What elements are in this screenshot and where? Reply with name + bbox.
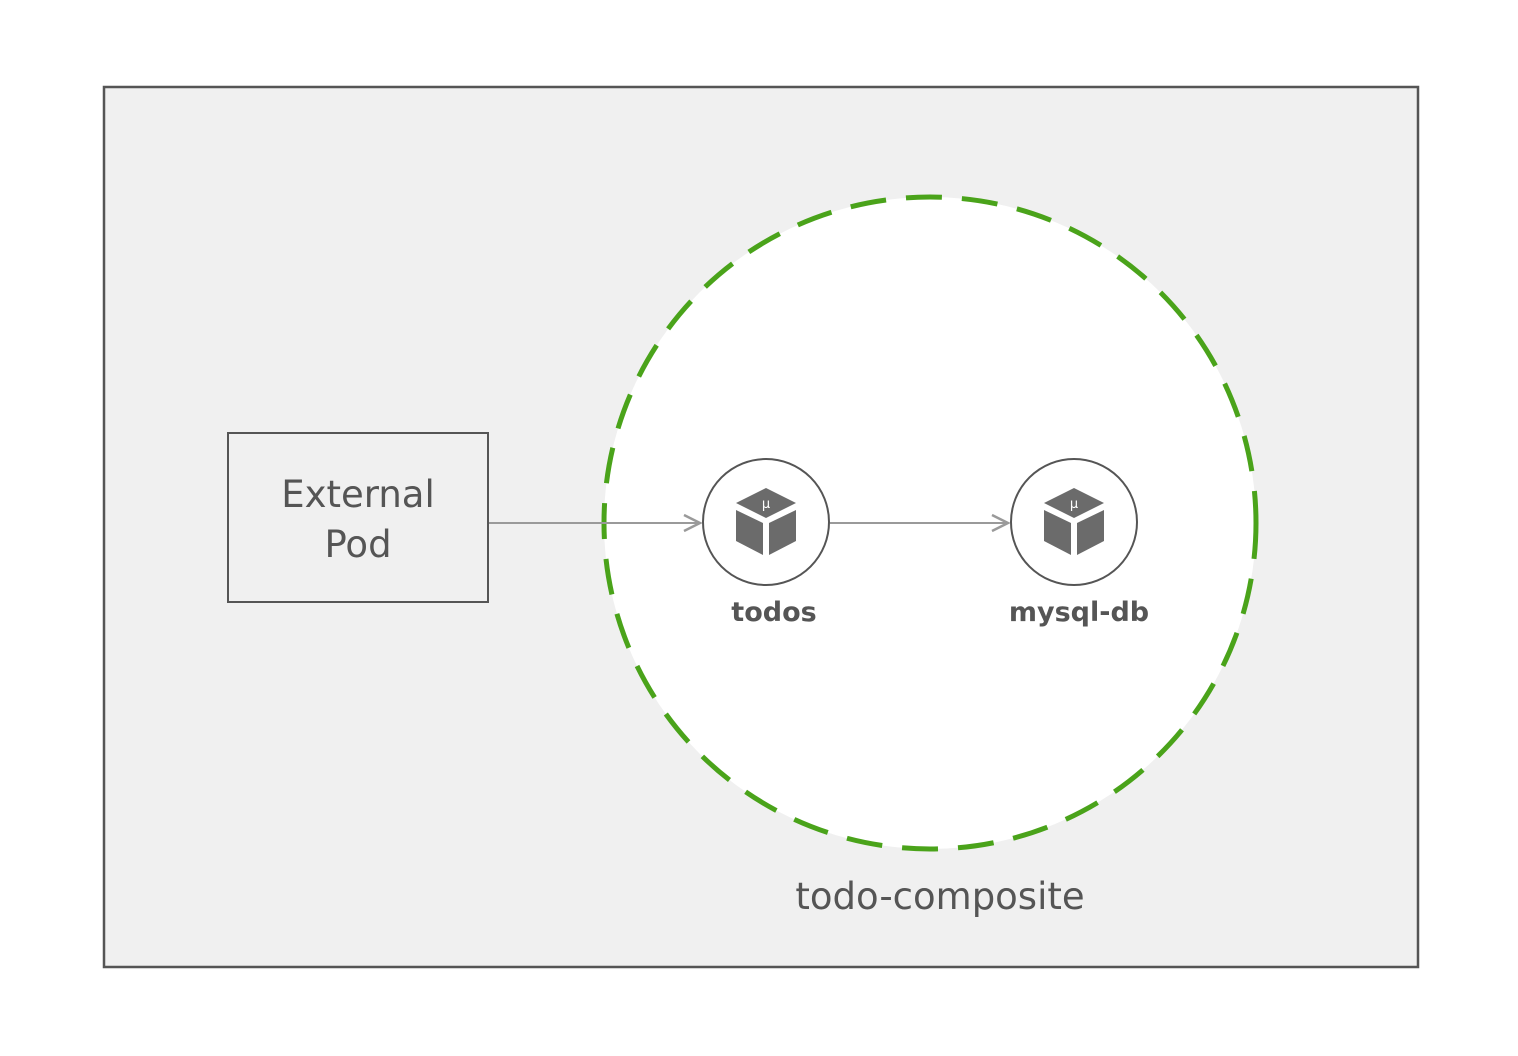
composite-label: todo-composite bbox=[795, 875, 1084, 918]
service-label-todos: todos bbox=[731, 597, 816, 628]
external-pod-node[interactable]: External Pod bbox=[227, 432, 489, 603]
mu-glyph: μ bbox=[762, 497, 770, 512]
mu-glyph: μ bbox=[1070, 497, 1078, 512]
external-pod-box bbox=[227, 432, 489, 603]
service-label-mysql-db: mysql-db bbox=[1009, 597, 1149, 628]
external-pod-label-line1: External bbox=[281, 473, 435, 516]
external-pod-label-line2: Pod bbox=[324, 523, 391, 566]
service-node-mysql-db[interactable]: μ mysql-db bbox=[1009, 458, 1149, 628]
microservice-box-icon: μ bbox=[736, 488, 796, 555]
microservice-box-icon: μ bbox=[1044, 488, 1104, 555]
service-node-todos[interactable]: μ todos bbox=[702, 458, 830, 628]
service-node-circle bbox=[1010, 458, 1138, 586]
service-node-circle bbox=[702, 458, 830, 586]
